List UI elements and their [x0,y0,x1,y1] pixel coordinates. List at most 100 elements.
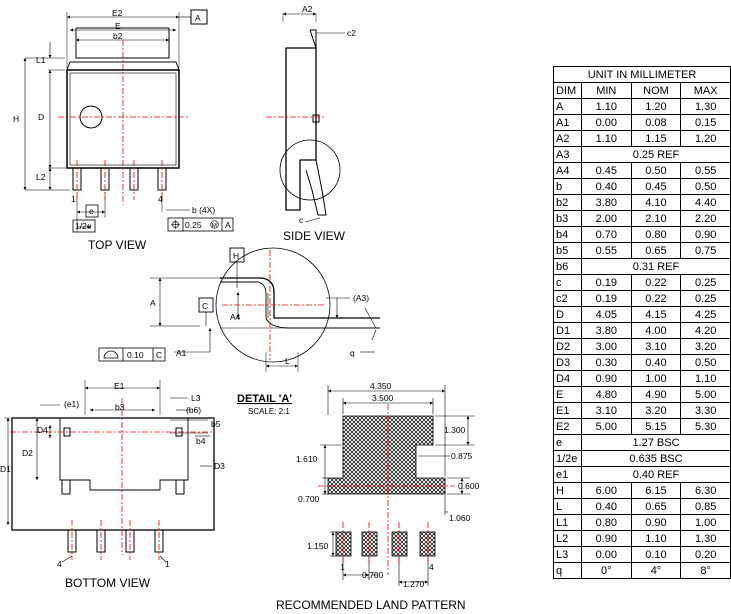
table-value-cell: 0.45 [630,178,682,195]
label-D3: D3 [214,461,225,471]
table-value-cell: 4.15 [630,306,682,323]
label-e1: (e1) [64,399,79,409]
table-dim-cell: D [553,306,582,323]
flat-value: 0.10 [127,350,144,360]
table-value-cell: 0.22 [630,290,682,307]
table-dim-cell: A2 [553,130,582,147]
table-value-cell: 0° [580,562,632,579]
label-q: q [350,348,355,358]
table-title-row: UNIT IN MILLIMETER [553,66,731,83]
table-value-cell: 5.00 [680,386,731,403]
table-value-cell: 0.80 [630,226,682,243]
table-dim-cell: D2 [553,338,582,355]
table-header-cell: DIM [553,82,582,99]
label-A3: (A3) [353,293,369,303]
table-dim-cell: E [553,386,582,403]
label-b3: b3 [115,402,125,412]
table-value-cell: 0.00 [580,546,632,563]
label-b5: b5 [211,419,221,429]
label-bottom-pin1: 1 [165,559,170,569]
top-view [23,9,234,233]
label-E: E [115,21,121,31]
flat-ref: C [156,350,162,360]
table-value-cell: 0.90 [630,514,682,531]
land-pattern [320,385,475,586]
table-dim-cell: b3 [553,210,582,227]
side-view-title: SIDE VIEW [283,229,346,243]
table-value-cell: 6.15 [630,482,682,499]
tol-ref: A [225,220,231,230]
table-value-cell: 0.50 [680,354,731,371]
table-dim-cell: q [553,562,582,579]
table-dim-cell: D1 [553,322,582,339]
table-dim-cell: D3 [553,354,582,371]
label-E2: E2 [112,8,123,18]
table-value-cell: 0.15 [680,114,731,131]
table-dim-cell: c2 [553,290,582,307]
table-dim-cell: L2 [553,530,582,547]
table-value-cell: 0.08 [630,114,682,131]
table-value-cell: 0.25 REF [580,146,731,163]
bottom-view-labels: E1 (e1) b3 L3 (b6) b5 D4 b4 D2 D1 D3 4 1… [0,381,225,590]
top-view-labels: E2 E b2 A L1 H D L2 1 4 e 1/2e b (4X) 0.… [13,8,231,252]
land-w-pad: 3.500 [372,393,394,403]
detail-title: DETAIL 'A' [237,393,292,405]
detail-labels: H C A A4 (A3) A1 L q 0.10 C DETAIL 'A' S… [127,251,369,416]
land-h-1150: 1.150 [307,541,329,551]
table-value-cell: 5.00 [580,418,632,435]
table-value-cell: 0.20 [680,546,731,563]
side-view-labels: A2 c2 c SIDE VIEW [283,4,356,243]
table-dim-cell: 1/2e [553,450,582,467]
land-pattern-title: RECOMMENDED LAND PATTERN [276,598,466,612]
table-value-cell: 0.55 [580,242,632,259]
table-value-cell: 4° [630,562,682,579]
table-dim-cell: A4 [553,162,582,179]
label-E1: E1 [114,381,125,391]
table-dim-cell: b6 [553,258,582,275]
table-value-cell: 1.30 [680,530,731,547]
table-value-cell: 1.15 [630,130,682,147]
table-value-cell: 0.50 [630,162,682,179]
table-value-cell: 1.10 [630,530,682,547]
label-b2: b2 [113,31,123,41]
table-value-cell: 0.75 [680,242,731,259]
land-h-0875: 0.875 [451,451,473,461]
table-value-cell: 0.22 [630,274,682,291]
table-value-cell: 0.19 [580,290,632,307]
table-value-cell: 0.70 [580,226,632,243]
label-L2: L2 [36,172,46,182]
table-value-cell: 0.85 [680,498,731,515]
table-value-cell: 0.65 [630,242,682,259]
table-value-cell: 6.30 [680,482,731,499]
table-value-cell: 1.30 [680,98,731,115]
table-value-cell: 0.45 [580,162,632,179]
table-value-cell: 0.635 BSC [580,450,731,467]
label-D: D [38,112,44,122]
label-L1: L1 [36,55,46,65]
table-dim-cell: L [553,498,582,515]
label-D1: D1 [0,464,11,474]
table-value-cell: 4.25 [680,306,731,323]
table-value-cell: 4.40 [680,194,731,211]
table-value-cell: 0.80 [580,514,632,531]
side-view [279,12,345,223]
label-A2: A2 [302,4,313,14]
table-value-cell: 0.90 [580,370,632,387]
label-A1: A1 [176,348,187,358]
land-pattern-labels: 4.350 3.500 1.300 1.610 0.875 0.600 0.70… [276,381,480,612]
